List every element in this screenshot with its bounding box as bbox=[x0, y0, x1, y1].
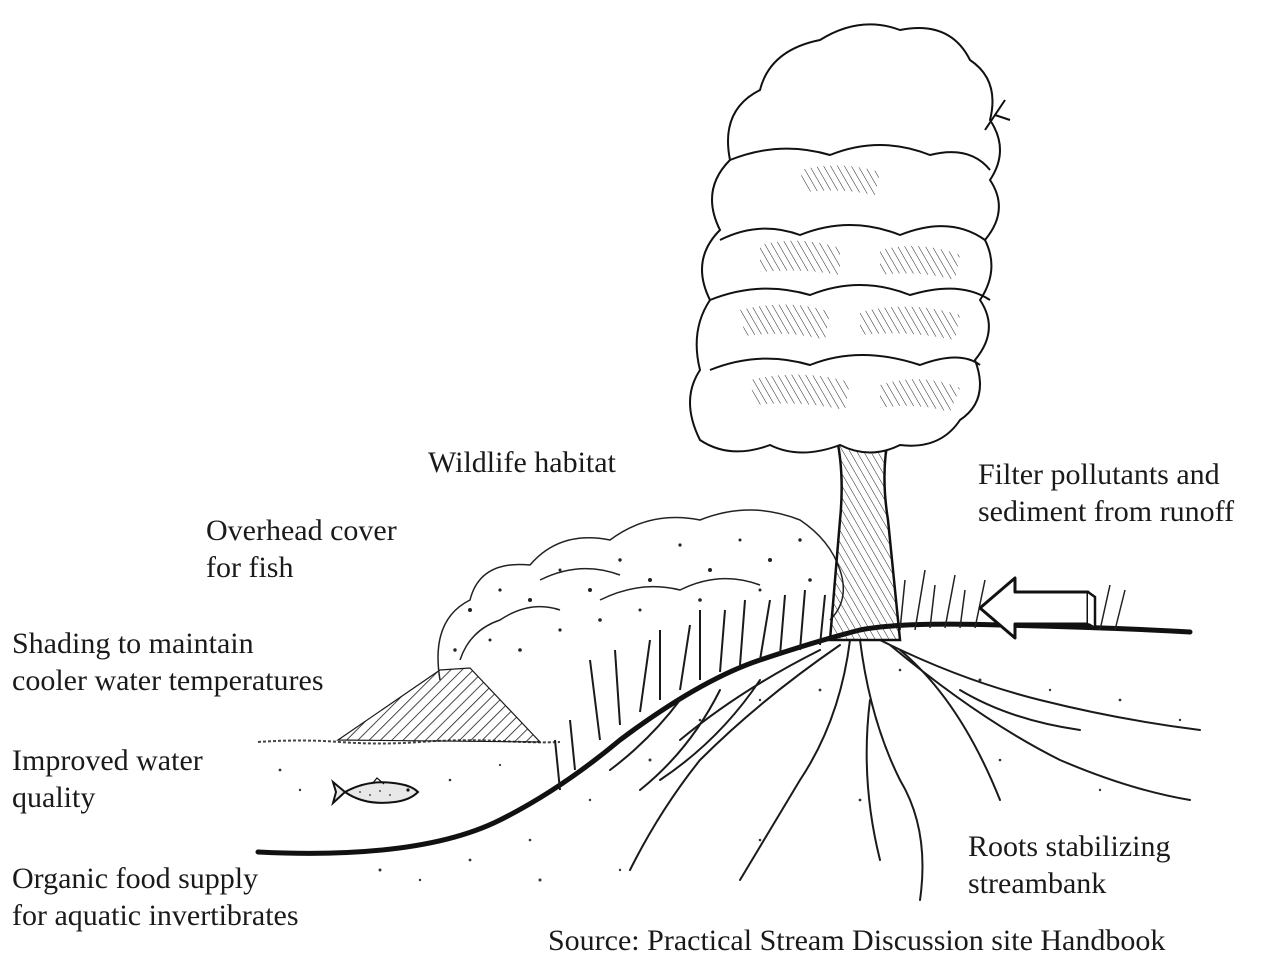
label-improved-water-line-1: Improved water bbox=[12, 742, 203, 779]
tree-trunk bbox=[830, 430, 900, 640]
shrub-speckles bbox=[453, 538, 812, 652]
label-filter-pollutants-line-2: sediment from runoff bbox=[978, 493, 1234, 530]
label-overhead-cover-line-2: for fish bbox=[206, 549, 397, 586]
label-organic-food-line-1: Organic food supply bbox=[12, 860, 299, 897]
label-organic-food-line-2: for aquatic invertibrates bbox=[12, 897, 299, 934]
label-wildlife-habitat-text: Wildlife habitat bbox=[428, 444, 616, 481]
shade-triangle bbox=[338, 668, 540, 742]
label-shading-line-1: Shading to maintain bbox=[12, 625, 324, 662]
label-roots: Roots stabilizing streambank bbox=[968, 828, 1171, 902]
label-shading-line-2: cooler water temperatures bbox=[12, 662, 324, 699]
label-shading: Shading to maintain cooler water tempera… bbox=[12, 625, 324, 699]
label-improved-water-line-2: quality bbox=[12, 779, 203, 816]
label-improved-water: Improved water quality bbox=[12, 742, 203, 816]
label-roots-line-1: Roots stabilizing bbox=[968, 828, 1171, 865]
label-roots-line-2: streambank bbox=[968, 865, 1171, 902]
label-organic-food: Organic food supply for aquatic invertib… bbox=[12, 860, 299, 934]
source-caption-text: Source: Practical Stream Discussion site… bbox=[548, 922, 1165, 959]
label-wildlife-habitat: Wildlife habitat bbox=[428, 444, 616, 481]
source-caption: Source: Practical Stream Discussion site… bbox=[548, 922, 1165, 959]
fish-icon bbox=[333, 778, 418, 803]
label-overhead-cover-line-1: Overhead cover bbox=[206, 512, 397, 549]
label-filter-pollutants-line-1: Filter pollutants and bbox=[978, 456, 1234, 493]
label-filter-pollutants: Filter pollutants and sediment from runo… bbox=[978, 456, 1234, 530]
label-overhead-cover: Overhead cover for fish bbox=[206, 512, 397, 586]
